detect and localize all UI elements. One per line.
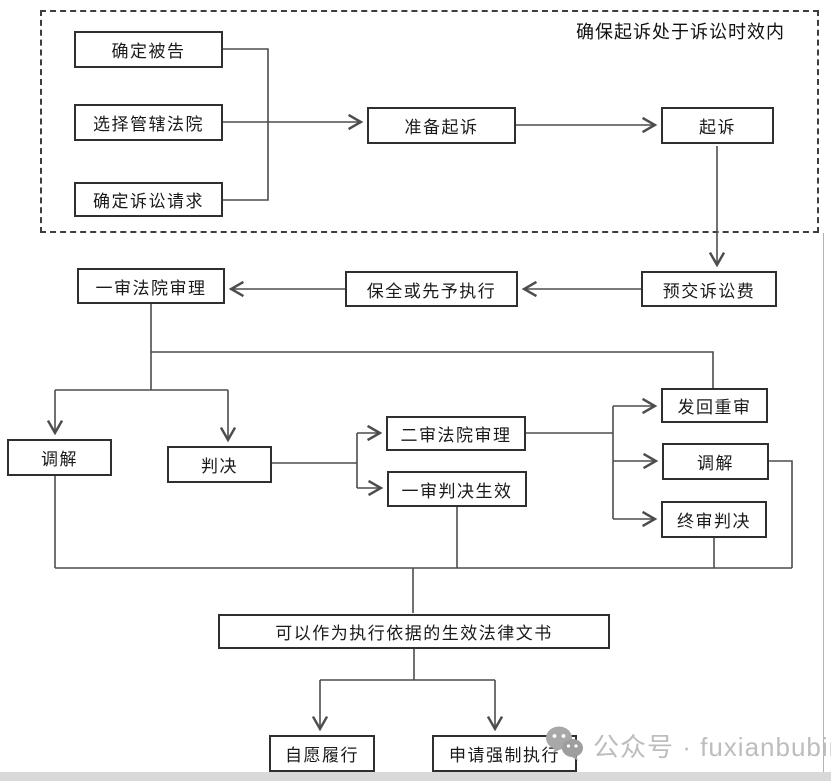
node-prepare-lawsuit: 准备起诉 [367,107,516,144]
node-first-instance-trial: 一审法院审理 [77,268,225,304]
bottom-gray-bar [0,772,831,781]
node-voluntary-performance: 自愿履行 [269,735,375,772]
node-determine-claims: 确定诉讼请求 [74,182,223,217]
watermark: 公众号 · fuxianbubin [544,724,831,766]
node-mediation-first: 调解 [7,439,112,476]
node-remand-retrial: 发回重审 [661,388,768,423]
node-file-lawsuit: 起诉 [661,107,774,144]
node-determine-defendant: 确定被告 [74,31,223,68]
node-judgment: 判决 [167,446,272,483]
node-mediation-second: 调解 [662,443,769,480]
node-preservation: 保全或先予执行 [345,271,518,307]
wechat-icon [546,726,583,761]
page-edge-line [823,233,824,781]
node-prepay-fee: 预交诉讼费 [641,271,777,307]
statute-of-limitations-note: 确保起诉处于诉讼时效内 [576,22,785,42]
node-second-instance-trial: 二审法院审理 [386,416,526,451]
node-choose-court: 选择管辖法院 [74,104,223,141]
dashed-preparation-region [40,10,819,233]
watermark-label: 公众号 · fuxianbubin [593,731,831,762]
node-apply-enforcement: 申请强制执行 [432,735,577,772]
node-first-judgment-effective: 一审判决生效 [387,471,527,507]
node-final-judgment: 终审判决 [661,501,767,538]
node-enforceable-documents: 可以作为执行依据的生效法律文书 [218,614,610,649]
